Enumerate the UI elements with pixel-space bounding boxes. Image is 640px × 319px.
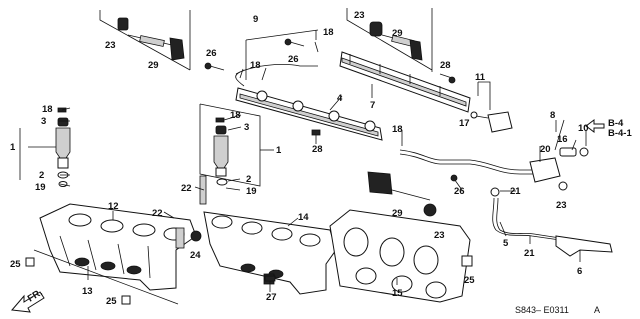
label-12: 12 — [108, 201, 119, 212]
label-18-mid: 18 — [230, 110, 241, 121]
label-27: 27 — [266, 292, 277, 303]
ref-arrow — [585, 119, 605, 133]
label-22-lower: 22 — [152, 208, 163, 219]
label-28-mid: 28 — [312, 144, 323, 155]
bolts — [204, 38, 463, 292]
label-3-mid: 3 — [244, 122, 249, 133]
label-14: 14 — [298, 212, 309, 223]
fuel-rail-cover — [339, 51, 471, 113]
label-16: 16 — [557, 134, 568, 145]
label-26-right: 26 — [454, 186, 465, 197]
label-26-upper: 26 — [288, 54, 299, 65]
grommet-23-upper-right — [369, 21, 383, 37]
drawing-suffix: A — [594, 305, 600, 315]
part-labels: 1 1 2 2 3 3 4 5 6 7 8 9 10 11 12 13 14 1… — [10, 10, 589, 307]
mount-29-mid — [367, 171, 437, 217]
detail-box-upper-right — [346, 8, 433, 72]
label-2-mid: 2 — [246, 174, 251, 185]
cap-25-left — [25, 257, 35, 267]
label-5: 5 — [503, 238, 509, 249]
label-15: 15 — [392, 288, 403, 299]
label-18-right: 18 — [392, 124, 403, 135]
label-20: 20 — [540, 144, 551, 155]
gasket-15 — [329, 209, 473, 303]
label-23-upper-right: 23 — [354, 10, 365, 21]
label-6: 6 — [577, 266, 582, 277]
label-13: 13 — [82, 286, 93, 297]
label-18-top: 18 — [250, 60, 261, 71]
label-18-left: 18 — [42, 104, 53, 115]
label-29-upper-right: 29 — [392, 28, 403, 39]
label-17: 17 — [459, 118, 470, 129]
label-25-bottom: 25 — [106, 296, 117, 307]
label-1-left: 1 — [10, 142, 16, 153]
label-10: 10 — [578, 123, 589, 134]
label-26-left: 26 — [206, 48, 217, 59]
ref-b41: B-4-1 — [608, 128, 632, 139]
label-29-upper-left: 29 — [148, 60, 159, 71]
label-1-mid: 1 — [276, 145, 282, 156]
label-22-upper: 22 — [181, 183, 192, 194]
label-24: 24 — [190, 250, 201, 261]
label-25-right: 25 — [464, 275, 475, 286]
label-9: 9 — [253, 14, 258, 25]
label-28-upper: 28 — [440, 60, 451, 71]
label-23-right: 23 — [556, 200, 567, 211]
label-23-upper-left: 23 — [105, 40, 116, 51]
label-23-mid: 23 — [434, 230, 445, 241]
drawing-code: S843– E0311 — [515, 305, 569, 315]
intake-manifold — [25, 203, 197, 305]
nut-23 — [558, 181, 568, 191]
label-19-mid: 19 — [246, 186, 257, 197]
stud-22 — [175, 227, 185, 249]
cap-25-right — [461, 255, 473, 267]
label-11: 11 — [475, 72, 486, 83]
label-7: 7 — [370, 100, 375, 111]
label-21-upper: 21 — [510, 186, 521, 197]
fuel-rail — [235, 64, 383, 141]
label-18-upper: 18 — [323, 27, 334, 38]
bracket-6 — [555, 235, 613, 257]
label-29-mid: 29 — [392, 208, 403, 219]
leader-lines — [28, 29, 587, 285]
label-19-left: 19 — [35, 182, 46, 193]
label-25-left: 25 — [10, 259, 21, 270]
label-21-lower: 21 — [524, 248, 535, 259]
cap-25-bottom — [121, 295, 131, 305]
bracket-29-upper-left — [169, 37, 185, 61]
fuel-hose — [490, 187, 613, 257]
label-4: 4 — [337, 93, 343, 104]
detail-box-upper-left — [99, 10, 191, 71]
front-arrow — [11, 291, 45, 313]
label-8: 8 — [550, 110, 555, 121]
label-3-left: 3 — [41, 116, 46, 127]
grommet-23-upper-left — [117, 17, 129, 31]
label-2-left: 2 — [39, 170, 44, 181]
injector-middle — [199, 103, 261, 187]
ref-b4: B-4 — [608, 118, 624, 129]
pressure-regulator — [399, 111, 589, 191]
